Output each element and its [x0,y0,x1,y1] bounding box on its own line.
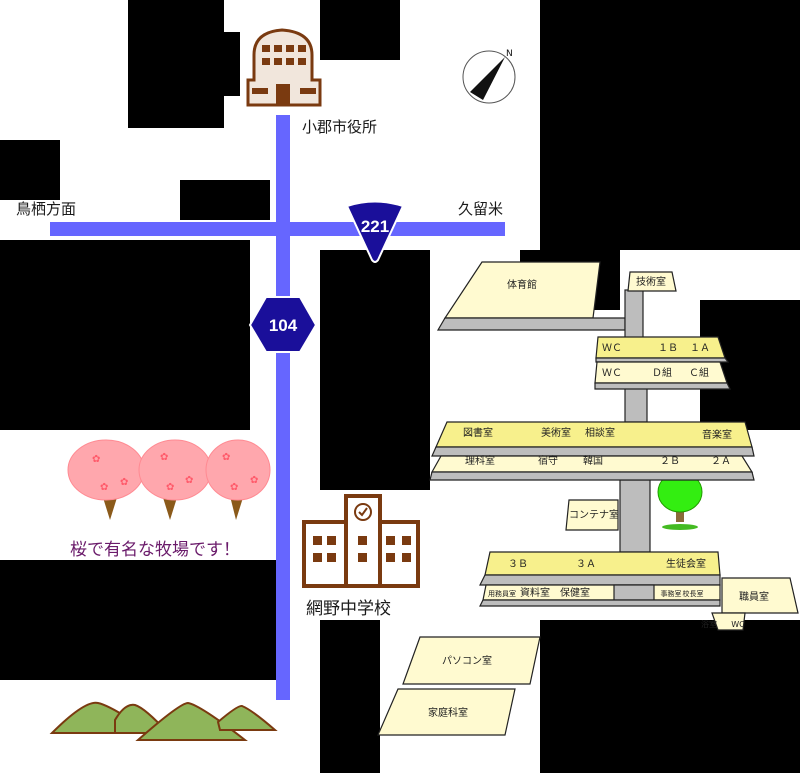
room-container: コンテナ室 [569,508,619,521]
route-221-label: 221 [361,217,389,236]
room-korea: 韓国 [583,455,603,467]
room-tech: 技術室 [636,275,666,288]
room-3a: ３Ａ [576,559,596,570]
city-hall-icon [246,28,322,107]
room-art: 美術室 [541,426,571,439]
city-hall-label: 小郡市役所 [302,118,378,136]
room-principal: 校長室 [683,589,704,598]
room-labels: 体育館 技術室 ＷＣ １Ｂ １Ａ ＷＣ Ｄ組 Ｃ組 図書室 美術室 相談室 音楽… [428,275,769,719]
room-dgumi: Ｄ組 [652,366,672,379]
room-consult: 相談室 [585,426,615,439]
room-pc: パソコン室 [442,654,492,667]
svg-text:✿: ✿ [222,452,230,463]
svg-text:✿: ✿ [92,454,100,465]
room-health: 保健室 [560,586,590,599]
room-homeec: 家庭科室 [428,706,468,719]
room-council: 生徒会室 [666,557,706,570]
room-science: 理科室 [465,454,495,467]
route-104-label: 104 [269,316,298,335]
mountain-icon [49,701,278,741]
room-2b: ２Ｂ [660,456,680,467]
room-1a: １Ａ [690,343,710,354]
route-sign-104: 104 [248,296,318,353]
room-cgumi: Ｃ組 [689,366,709,379]
cherry-tree-icon: ✿ ✿ ✿ ✿ ✿ ✿ ✿ ✿ ✿ [67,439,271,520]
svg-text:✿: ✿ [230,482,238,493]
svg-text:✿: ✿ [166,482,174,493]
room-library: 図書室 [463,426,493,439]
school-floor-plan [377,261,799,736]
room-guard: 宿守 [538,454,558,467]
svg-text:✿: ✿ [185,475,193,486]
room-staff: 職員室 [739,590,769,603]
right-direction-label: 久留米 [458,200,504,218]
room-music: 音楽室 [702,428,732,441]
room-office: 事務室 [661,589,682,598]
svg-text:✿: ✿ [250,475,258,486]
left-direction-label: 鳥栖方面 [16,200,77,218]
room-materials: 資料室 [520,586,550,599]
svg-text:✿: ✿ [120,477,128,488]
room-2a: ２Ａ [711,456,731,467]
room-3b: ３Ｂ [508,559,528,570]
school-icon [302,494,420,588]
room-1b: １Ｂ [658,343,678,354]
compass-icon: N [462,49,516,104]
road-vertical [276,115,290,700]
road-horizontal [50,222,505,236]
tree-icon [657,471,703,530]
room-wc3: WC [731,620,745,629]
sakura-note: 桜で有名な牧場です！ [70,540,240,560]
school-label: 網野中学校 [306,599,391,619]
room-wc2: ＷＣ [602,368,622,379]
room-gym: 体育館 [507,278,537,291]
room-wc1: ＷＣ [602,343,622,354]
room-bath: 浴室 [701,619,717,629]
route-sign-221: 221 [345,200,405,263]
room-supplies: 用務員室 [488,589,516,598]
svg-text:✿: ✿ [160,452,168,463]
svg-text:✿: ✿ [100,482,108,493]
svg-text:N: N [506,49,513,59]
